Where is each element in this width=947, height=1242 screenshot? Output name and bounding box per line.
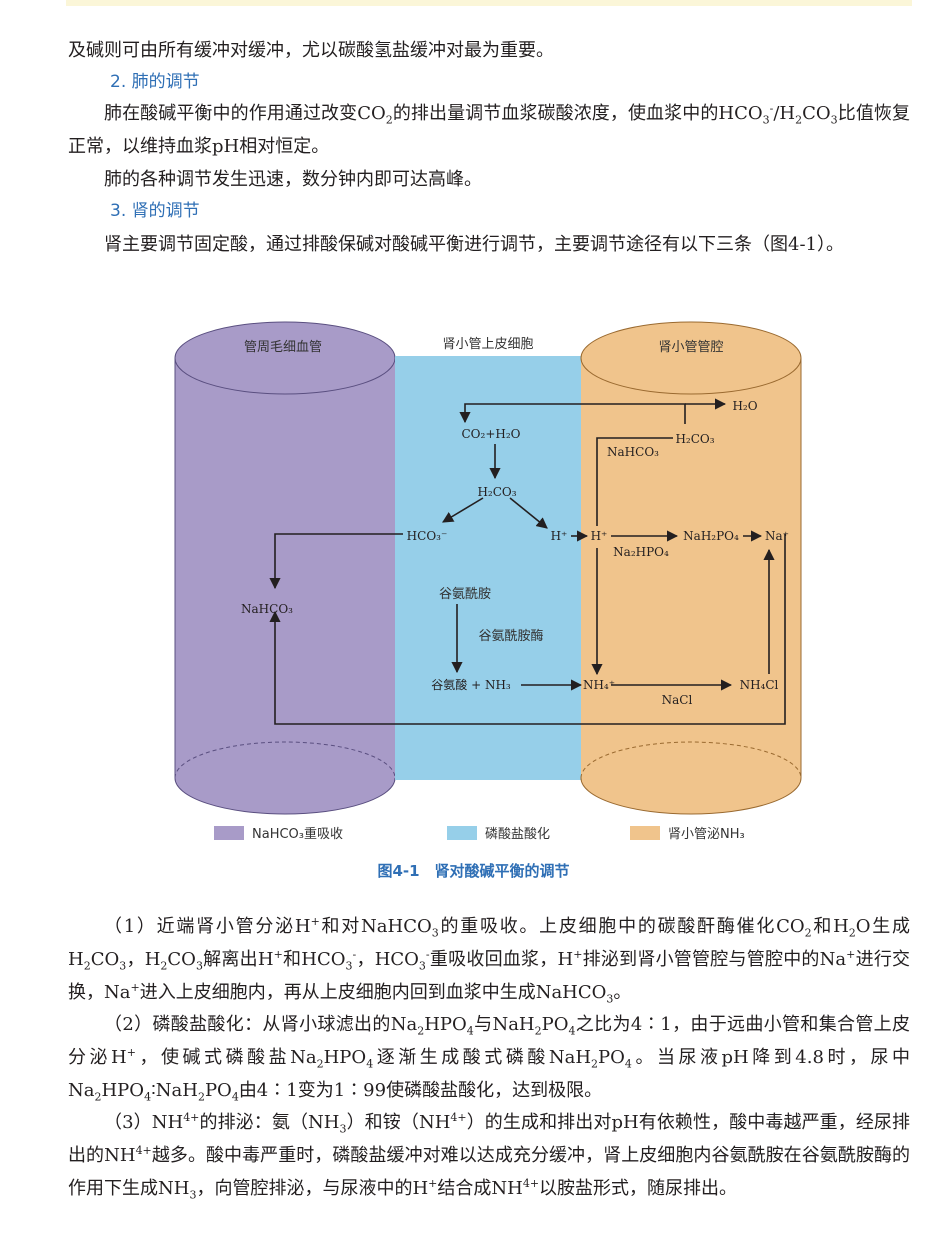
paragraph-lung-2: 肺的各种调节发生迅速，数分钟内即可达高峰。 [104, 169, 482, 190]
label-lumen: 肾小管管腔 [658, 340, 723, 355]
legend-reabsorption: NaHCO₃重吸收 [214, 826, 343, 844]
label-h2co3-lumen: H₂CO₃ [675, 432, 714, 446]
label-capillary: 管周毛细血管 [244, 340, 322, 355]
lumen-cylinder [580, 321, 802, 815]
label-glutamate-nh3: 谷氨酸 + NH₃ [431, 677, 511, 692]
paragraph-item-3: （3）NH4+的排泌：氨（NH3）和铵（NH4+）的生成和排出对pH有依赖性，酸… [68, 1111, 911, 1202]
heading-kidney: 3. 肾的调节 [110, 201, 200, 221]
label-h2co3: H₂CO₃ [477, 485, 516, 499]
kidney-diagram: 管周毛细血管 肾小管上皮细胞 肾小管管腔 CO₂+H₂O [174, 321, 802, 815]
label-na2hpo4: Na₂HPO₄ [613, 545, 669, 559]
label-co2-h2o: CO₂+H₂O [462, 427, 521, 441]
label-h-epithelium: H⁺ [551, 529, 568, 543]
label-glutaminase: 谷氨酰胺酶 [478, 628, 543, 644]
legend-phosphate: 磷酸盐酸化 [447, 826, 550, 844]
label-h2o: H₂O [732, 399, 757, 413]
label-nahco3-capillary: NaHCO₃ [241, 602, 293, 616]
legend-swatch [630, 826, 660, 840]
epithelial-band [395, 356, 581, 780]
label-nahco3-lumen: NaHCO₃ [607, 445, 659, 459]
label-h-lumen: H⁺ [591, 529, 608, 543]
paragraph-intro: 及碱则可由所有缓冲对缓冲，尤以碳酸氢盐缓冲对最为重要。 [68, 40, 554, 61]
legend-swatch [214, 826, 244, 840]
paragraph-item-2: （2）磷酸盐酸化：从肾小球滤出的Na2HPO4与NaH2PO4之比为4∶1，由于… [68, 1014, 911, 1104]
label-nh4cl: NH₄Cl [740, 678, 779, 692]
legend-swatch [447, 826, 477, 840]
label-na: Na⁺ [765, 529, 789, 543]
label-nacl: NaCl [662, 693, 693, 707]
label-nh4: NH₄⁺ [583, 678, 615, 692]
label-nah2po4: NaH₂PO₄ [683, 529, 739, 543]
label-glutamine: 谷氨酰胺 [439, 587, 491, 602]
heading-lung: 2. 肺的调节 [110, 72, 200, 92]
paragraph-lung-1: 肺在酸碱平衡中的作用通过改变CO2的排出量调节血浆碳酸浓度，使血浆中的HCO3-… [68, 102, 911, 157]
label-epithelium: 肾小管上皮细胞 [442, 337, 533, 352]
top-band [66, 0, 912, 6]
reaction-arrows [269, 398, 786, 725]
capillary-cylinder [174, 321, 396, 815]
legend-ammonia: 肾小管泌NH₃ [630, 826, 745, 844]
figure-caption: 图4-1 肾对酸碱平衡的调节 [377, 862, 570, 880]
paragraph-item-1: （1）近端肾小管分泌H+和对NaHCO3的重吸收。上皮细胞中的碳酸酐酶催化CO2… [68, 915, 911, 1006]
paragraph-kidney: 肾主要调节固定酸，通过排酸保碱对酸碱平衡进行调节，主要调节途径有以下三条（图4-… [104, 234, 844, 255]
label-hco3: HCO₃⁻ [407, 529, 448, 543]
